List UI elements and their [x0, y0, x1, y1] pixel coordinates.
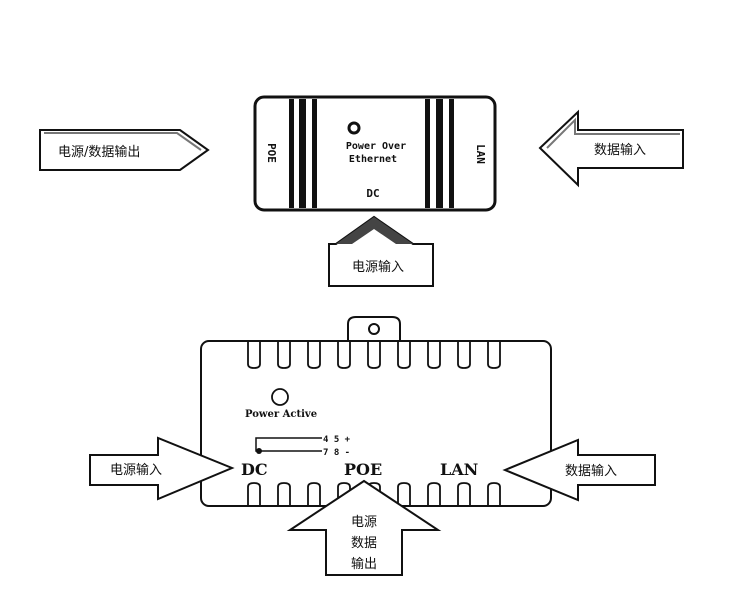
top-right-arrow-label: 数据输入: [594, 142, 646, 158]
top-bottom-arrow: 电源输入: [328, 215, 434, 287]
bottom-device-body: [200, 340, 552, 507]
port-poe-label: POE: [344, 460, 382, 479]
bottom-vent-slots: [247, 482, 501, 505]
top-device-left-grooves: [289, 99, 317, 208]
port-dc-label: DC: [241, 460, 268, 479]
bottom-center-arrow-line2: 数据: [351, 536, 377, 551]
power-active-label: Power Active: [245, 409, 317, 420]
top-device: Power Over Ethernet DC POE LAN: [253, 95, 497, 212]
power-active-led-icon: [271, 388, 289, 406]
top-device-left-port: POE: [265, 143, 278, 163]
top-vent-slots: [247, 342, 501, 369]
top-device-led-icon: [347, 121, 361, 135]
pin-bottom-label: 7 8 -: [323, 448, 350, 458]
bottom-right-arrow-label: 数据输入: [565, 463, 617, 479]
top-left-arrow: 电源/数据输出: [39, 129, 210, 171]
top-device-title-line2: Ethernet: [349, 154, 397, 165]
bottom-center-arrow-line3: 输出: [351, 556, 377, 572]
bottom-center-arrow: 电源 数据 输出: [286, 479, 442, 576]
top-right-arrow: 数据输入: [538, 109, 684, 188]
top-device-right-port: LAN: [474, 144, 487, 164]
top-device-title-line1: Power Over: [346, 141, 406, 152]
port-lan-label: LAN: [440, 460, 478, 479]
top-left-arrow-label: 电源/数据输出: [58, 144, 140, 160]
top-device-right-grooves: [425, 99, 454, 208]
bottom-right-arrow: 数据输入: [502, 438, 656, 502]
bottom-center-arrow-line1: 电源: [351, 515, 377, 530]
bottom-left-arrow-label: 电源输入: [110, 462, 162, 478]
top-device-bottom-port: DC: [366, 187, 379, 200]
pin-bracket: [255, 437, 322, 452]
pin-dot-icon: [256, 448, 262, 454]
mounting-hole-icon: [368, 323, 380, 335]
bottom-left-arrow: 电源输入: [89, 436, 235, 501]
pin-top-label: 4 5 +: [323, 435, 351, 445]
mounting-tab: [347, 316, 401, 343]
top-bottom-arrow-label: 电源输入: [352, 259, 404, 275]
bottom-device: Power Active 4 5 + 7 8 - DC POE LAN: [200, 316, 552, 507]
